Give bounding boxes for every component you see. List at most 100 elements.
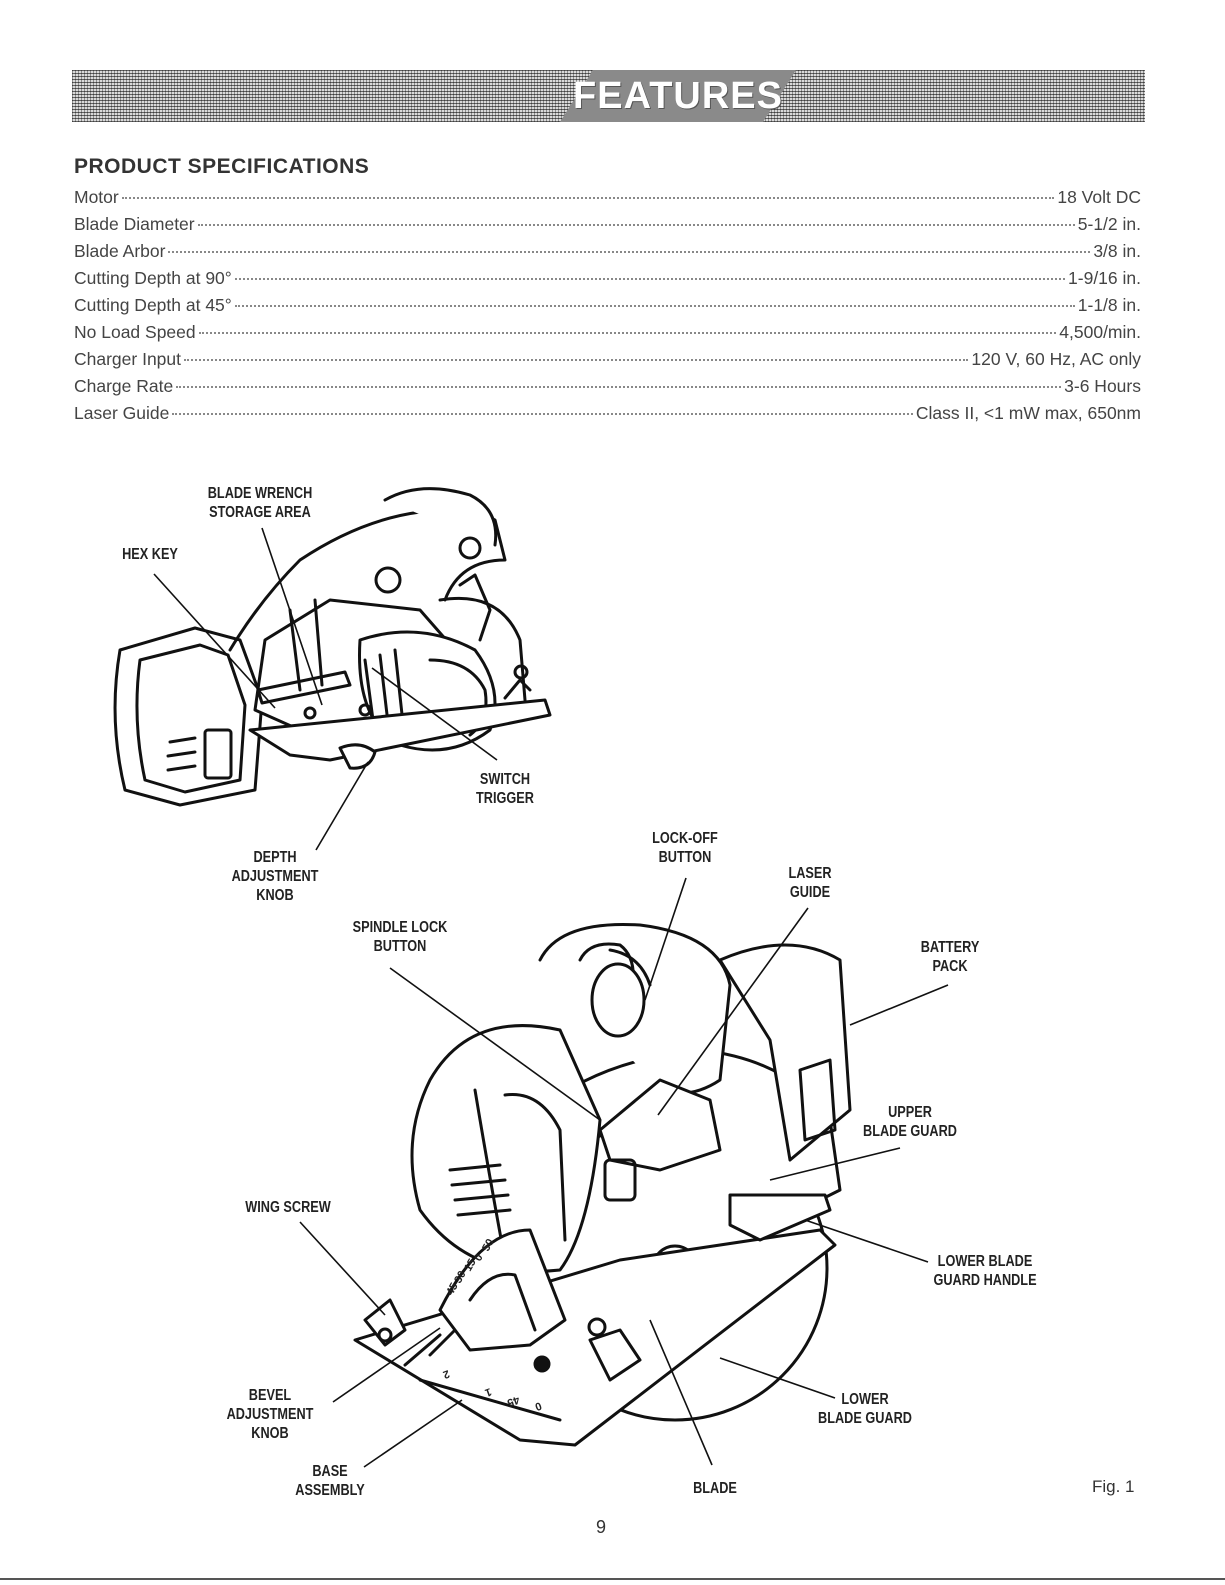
lower-saw-drawing bbox=[353, 922, 852, 1447]
leader-base bbox=[363, 1399, 463, 1468]
callout-upper-blade-guard: UPPER BLADE GUARD bbox=[853, 1103, 968, 1141]
spec-value: 120 V, 60 Hz, AC only bbox=[971, 349, 1141, 369]
callout-line: BLADE GUARD bbox=[818, 1410, 912, 1427]
leader-wing-screw bbox=[299, 1221, 386, 1316]
callout-lock-off-button: LOCK-OFF BUTTON bbox=[640, 829, 730, 867]
dot-leader bbox=[234, 278, 1066, 280]
callout-line: BATTERY bbox=[920, 939, 980, 956]
spec-label: Cutting Depth at 90° bbox=[74, 268, 232, 288]
callout-leaders bbox=[153, 527, 949, 1468]
callout-spindle-lock-button: SPINDLE LOCK BUTTON bbox=[343, 918, 458, 956]
banner-title-tab bbox=[560, 70, 796, 122]
spec-row: Laser Guide Class II, <1 mW max, 650nm bbox=[74, 403, 1141, 430]
dot-leader bbox=[234, 305, 1075, 307]
banner-title: FEATURES bbox=[573, 75, 783, 117]
leader-spindle-lock bbox=[389, 967, 601, 1121]
leader-bevel-knob bbox=[332, 1327, 441, 1403]
spec-label: Charger Input bbox=[74, 349, 182, 369]
leader-lower-guard bbox=[719, 1357, 836, 1399]
callout-line: BLADE GUARD bbox=[863, 1123, 957, 1140]
dot-leader bbox=[176, 386, 1062, 388]
callout-switch-trigger: SWITCH TRIGGER bbox=[464, 770, 546, 808]
bevel-scale-mark: 0 bbox=[472, 1252, 485, 1263]
base-scale: 2 1 45 0 bbox=[441, 1367, 543, 1412]
callout-depth-adjustment-knob: DEPTH ADJUSTMENT KNOB bbox=[218, 848, 333, 905]
dot-leader bbox=[168, 251, 1091, 253]
spec-value: 3/8 in. bbox=[1093, 241, 1141, 261]
callout-line: WING SCREW bbox=[245, 1199, 331, 1216]
spec-label: Motor bbox=[74, 187, 119, 207]
bevel-scale-mark: 15 bbox=[462, 1257, 479, 1274]
callout-line: UPPER bbox=[888, 1104, 932, 1121]
callout-line: GUIDE bbox=[789, 884, 831, 901]
callout-line: KNOB bbox=[256, 887, 294, 904]
spec-row: Charger Input 120 V, 60 Hz, AC only bbox=[74, 349, 1141, 376]
dot-leader bbox=[172, 413, 913, 415]
dot-leader bbox=[198, 332, 1057, 334]
leader-battery-pack bbox=[849, 984, 949, 1026]
spec-label: Laser Guide bbox=[74, 403, 170, 423]
figure-label: Fig. 1 bbox=[1092, 1477, 1135, 1496]
callout-line: ADJUSTMENT bbox=[226, 1406, 314, 1423]
leader-blade bbox=[649, 1319, 713, 1466]
base-scale-mark: 2 bbox=[441, 1367, 451, 1380]
leader-laser-guide bbox=[657, 907, 809, 1116]
base-scale-mark: 0 bbox=[533, 1399, 543, 1412]
spec-row: Charge Rate 3-6 Hours bbox=[74, 376, 1141, 403]
callout-hex-key: HEX KEY bbox=[105, 545, 195, 564]
spec-value: 3-6 Hours bbox=[1064, 376, 1141, 396]
spec-label: No Load Speed bbox=[74, 322, 196, 342]
callout-line: LOWER bbox=[841, 1391, 889, 1408]
base-scale-mark: 1 bbox=[483, 1385, 493, 1398]
leader-depth-knob bbox=[315, 761, 369, 851]
callout-line: ADJUSTMENT bbox=[231, 868, 319, 885]
callout-line: LASER bbox=[788, 865, 832, 882]
features-banner: FEATURES bbox=[72, 70, 1145, 122]
callout-line: BEVEL bbox=[248, 1387, 292, 1404]
page-number: 9 bbox=[596, 1517, 607, 1537]
leader-blade-wrench bbox=[261, 527, 323, 706]
callout-line: BLADE bbox=[693, 1480, 737, 1497]
callout-line: STORAGE AREA bbox=[209, 504, 311, 521]
callout-line: LOCK-OFF bbox=[652, 830, 718, 847]
callout-line: DEPTH bbox=[253, 849, 297, 866]
dot-leader bbox=[184, 359, 969, 361]
leader-switch-trigger bbox=[371, 667, 498, 761]
bevel-scale-mark: 50 bbox=[480, 1237, 497, 1254]
bevel-scale: 0 15 30 45 50 bbox=[444, 1237, 497, 1298]
spec-value: 5-1/2 in. bbox=[1077, 214, 1141, 234]
leader-hex-key bbox=[153, 573, 276, 709]
dot-leader bbox=[197, 224, 1075, 226]
base-scale-mark: 45 bbox=[505, 1393, 521, 1408]
callout-blade: BLADE bbox=[682, 1479, 748, 1498]
upper-saw-drawing bbox=[113, 487, 552, 807]
callout-line: HEX KEY bbox=[122, 546, 178, 563]
callout-line: SPINDLE LOCK bbox=[352, 919, 448, 936]
callout-lower-blade-guard-handle: LOWER BLADE GUARD HANDLE bbox=[924, 1252, 1047, 1290]
callout-blade-wrench-storage: BLADE WRENCH STORAGE AREA bbox=[190, 484, 329, 522]
leader-upper-guard bbox=[769, 1147, 901, 1181]
callout-line: GUARD HANDLE bbox=[933, 1272, 1037, 1289]
callout-line: BLADE WRENCH bbox=[207, 485, 313, 502]
dot-leader bbox=[121, 197, 1055, 199]
callout-line: BASE bbox=[312, 1463, 348, 1480]
bevel-scale-mark: 30 bbox=[452, 1269, 469, 1286]
callout-line: KNOB bbox=[251, 1425, 289, 1442]
bevel-scale-mark: 45 bbox=[444, 1281, 461, 1298]
spec-row: Cutting Depth at 90° 1-9/16 in. bbox=[74, 268, 1141, 295]
callout-base-assembly: BASE ASSEMBLY bbox=[281, 1462, 379, 1500]
callout-bevel-adjustment-knob: BEVEL ADJUSTMENT KNOB bbox=[213, 1386, 328, 1443]
spec-label: Cutting Depth at 45° bbox=[74, 295, 232, 315]
leader-lock-off bbox=[644, 877, 687, 1001]
callout-lower-blade-guard: LOWER BLADE GUARD bbox=[808, 1390, 923, 1428]
callout-line: LOWER BLADE bbox=[937, 1253, 1033, 1270]
specifications-heading: PRODUCT SPECIFICATIONS bbox=[74, 155, 370, 178]
callout-line: TRIGGER bbox=[476, 790, 534, 807]
spec-value: Class II, <1 mW max, 650nm bbox=[915, 403, 1141, 423]
spec-value: 1-9/16 in. bbox=[1068, 268, 1141, 288]
spec-label: Charge Rate bbox=[74, 376, 174, 396]
